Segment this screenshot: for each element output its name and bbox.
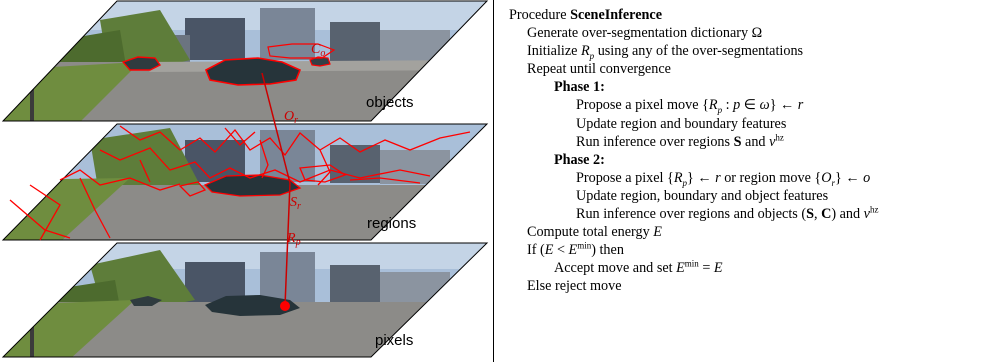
phase2-propose-line: Propose a pixel {Rp} ← r or region move … [576,169,871,188]
o-r-label: Or [284,109,298,126]
building-object-outline [267,43,336,59]
region-to-pixel-link [284,182,291,307]
hierarchy-links: Or Rp [261,72,301,311]
phase1-run-line: Run inference over regions S and vhz [576,131,784,150]
accept-line: Accept move and set Emin = E [554,258,723,277]
car-object-outline-small [121,56,162,71]
procedure-line: Procedure SceneInference [509,7,662,23]
objects-layer-image [3,1,487,121]
objects-layer-label: objects [366,94,414,111]
if-line: If (E < Emin) then [527,240,624,259]
initialize-line: Initialize Rp using any of the over-segm… [527,43,804,62]
phase2-heading: Phase 2: [554,151,605,168]
repeat-line: Repeat until convergence [527,61,671,78]
phase1-update-line: Update region and boundary features [576,115,787,132]
object-to-region-link [261,72,291,184]
scene-inference-algorithm: Procedure SceneInference Generate over-s… [509,6,1004,296]
objects-layer: objects Co [1,0,489,122]
procedure-name: SceneInference [570,7,662,23]
regions-layer-label: regions [367,215,416,232]
c-o-label: Co [311,42,325,59]
r-p-label: Rp [286,231,301,248]
phase1-heading: Phase 1: [554,79,605,96]
car-object-outline-large [204,57,302,86]
car-object-outline-back [309,56,331,67]
phase2-run-line: Run inference over regions and objects (… [576,204,879,223]
s-r-label: Sr [290,195,301,212]
compute-energy-line: Compute total energy E [527,224,662,241]
region-boundaries [9,125,471,241]
pixels-layer: pixels [1,242,489,358]
generate-line: Generate over-segmentation dictionary Ω [527,25,763,42]
phase2-update-line: Update region, boundary and object featu… [576,187,829,204]
pixel-node [280,301,290,311]
pixels-layer-image [3,243,487,357]
phase1-propose-line: Propose a pixel move {Rp : p ∈ ω} ← r [576,97,804,116]
else-line: Else reject move [527,278,622,295]
column-divider [493,0,494,362]
regions-layer: regions Sr [1,123,489,241]
pixels-layer-label: pixels [375,332,413,349]
